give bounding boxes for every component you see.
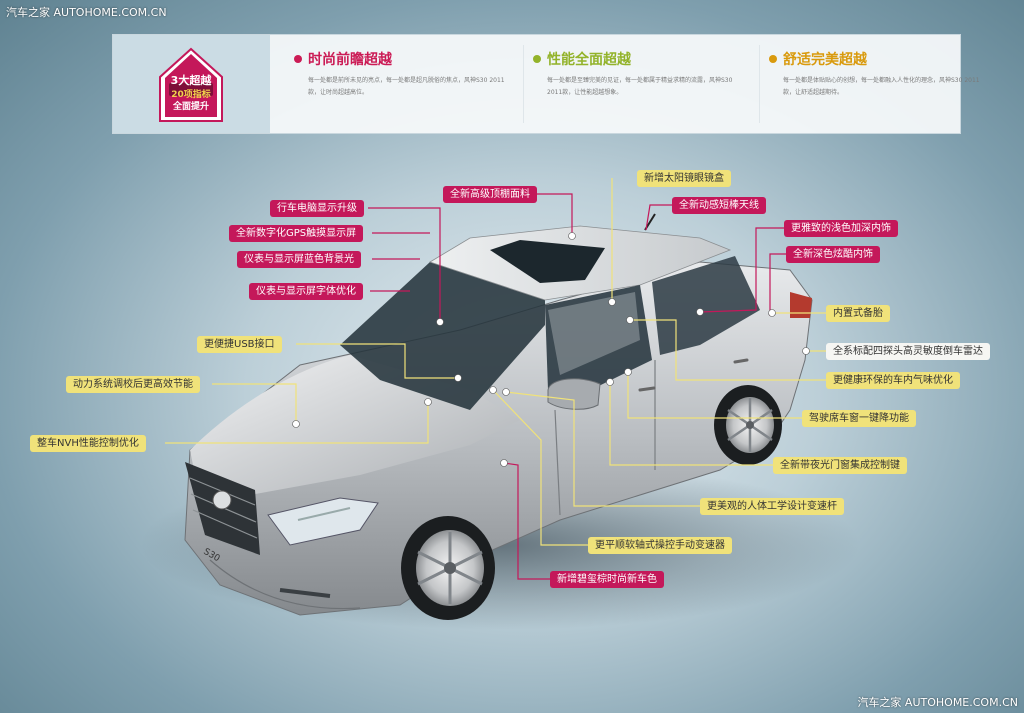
feature-title: 舒适完美超越 xyxy=(783,52,867,68)
bullet-icon xyxy=(769,55,777,63)
feature-desc: 每一处都是体贴贴心的创想，每一处都融入人性化的理念，风神S30 2011款，让舒… xyxy=(783,77,980,96)
divider xyxy=(759,45,760,123)
marker-dot xyxy=(454,374,462,382)
marker-dot xyxy=(489,386,497,394)
callout-light-interior: 更雅致的浅色加深内饰 xyxy=(784,220,898,237)
front-wheel xyxy=(401,516,495,620)
callout-dark-interior: 全新深色炫酷内饰 xyxy=(786,246,880,263)
marker-dot xyxy=(568,232,576,240)
headlight-detail xyxy=(297,507,351,521)
windshield xyxy=(340,262,545,410)
callout-gps-screen: 全新数字化GPS触摸显示屏 xyxy=(229,225,364,242)
tail-light xyxy=(790,292,812,318)
callout-manual-gearbox: 更平顺软轴式操控手动变速器 xyxy=(588,537,732,554)
house-badge-icon xyxy=(159,47,223,122)
feature-banner: 3大超越 20项指标 全面提升 时尚前瞻超越 每一处都是前所未见的亮点，每一处都… xyxy=(112,34,980,134)
badge-line-3: 全面提升 xyxy=(172,102,209,112)
callout-spare-tire: 内置式备胎 xyxy=(826,305,890,322)
marker-dot xyxy=(696,308,704,316)
feature-desc: 每一处都是至臻完美的见证，每一处都属于精益求精的流露，风神S30 2011款，让… xyxy=(547,77,733,96)
door-handle xyxy=(733,358,749,364)
callout-window-switches: 全新带夜光门窗集成控制键 xyxy=(773,457,907,474)
bullet-icon xyxy=(294,55,302,63)
marker-dot xyxy=(606,378,614,386)
badge-line-2: 20项指标 xyxy=(171,90,211,100)
callout-powertrain: 动力系统调校后更高效节能 xyxy=(66,376,200,393)
feature-comfort: 舒适完美超越 每一处都是体贴贴心的创想，每一处都融入人性化的理念，风神S30 2… xyxy=(769,49,989,99)
callout-antenna: 全新动感短棒天线 xyxy=(672,197,766,214)
door-handle xyxy=(638,386,656,392)
side-mirror xyxy=(547,378,601,410)
feature-fashion: 时尚前瞻超越 每一处都是前所未见的亮点，每一处都是超凡脱俗的焦点，风神S30 2… xyxy=(294,49,514,99)
front-headlight xyxy=(267,497,379,546)
feature-performance: 性能全面超越 每一处都是至臻完美的见证，每一处都属于精益求精的流露，风神S30 … xyxy=(533,49,753,99)
sunroof xyxy=(490,240,605,283)
callout-trip-computer: 行车电脑显示升级 xyxy=(270,200,364,217)
marker-dot xyxy=(292,420,300,428)
marker-dot xyxy=(626,316,634,324)
callout-parking-radar: 全系标配四探头高灵敏度倒车雷达 xyxy=(826,343,990,360)
feature-desc: 每一处都是前所未见的亮点，每一处都是超凡脱俗的焦点，风神S30 2011款，让时… xyxy=(308,77,505,96)
bullet-icon xyxy=(533,55,541,63)
callout-one-touch-window: 驾驶席车窗一键降功能 xyxy=(802,410,916,427)
divider xyxy=(523,45,524,123)
door-seam xyxy=(554,409,561,516)
marker-dot xyxy=(768,309,776,317)
marker-dot xyxy=(608,298,616,306)
marker-dot xyxy=(436,318,444,326)
rear-wheel xyxy=(714,385,782,465)
award-badge: 3大超越 20项指标 全面提升 xyxy=(158,47,224,123)
callout-new-color: 新增碧玺棕时尚新车色 xyxy=(550,571,664,588)
callout-gear-lever: 更美观的人体工学设计变速杆 xyxy=(700,498,844,515)
rear-side-window xyxy=(652,256,760,355)
interior-seat xyxy=(548,292,640,375)
callout-nvh: 整车NVH性能控制优化 xyxy=(30,435,146,452)
marker-dot xyxy=(500,459,508,467)
feature-title: 性能全面超越 xyxy=(547,52,631,68)
callout-sunglass-box: 新增太阳镜眼镜盒 xyxy=(637,170,731,187)
watermark-top: 汽车之家 AUTOHOME.COM.CN xyxy=(6,6,167,19)
bumper xyxy=(209,559,361,610)
callout-blue-backlight: 仪表与显示屏蓝色背景光 xyxy=(237,251,361,268)
callout-font-optimized: 仪表与显示屏字体优化 xyxy=(249,283,363,300)
fog-light xyxy=(279,588,331,598)
marker-dot xyxy=(502,388,510,396)
brand-logo xyxy=(212,490,232,510)
callout-usb-port: 更便捷USB接口 xyxy=(197,336,282,353)
feature-title: 时尚前瞻超越 xyxy=(308,52,392,68)
callout-roof-lining: 全新高级顶棚面料 xyxy=(443,186,537,203)
badge-line-1: 3大超越 xyxy=(170,74,212,87)
marker-dot xyxy=(424,398,432,406)
watermark-bottom: 汽车之家 AUTOHOME.COM.CN xyxy=(857,696,1018,709)
badge-panel: 3大超越 20项指标 全面提升 xyxy=(113,35,270,133)
callout-cabin-odor: 更健康环保的车内气味优化 xyxy=(826,372,960,389)
marker-dot xyxy=(624,368,632,376)
marker-dot xyxy=(802,347,810,355)
